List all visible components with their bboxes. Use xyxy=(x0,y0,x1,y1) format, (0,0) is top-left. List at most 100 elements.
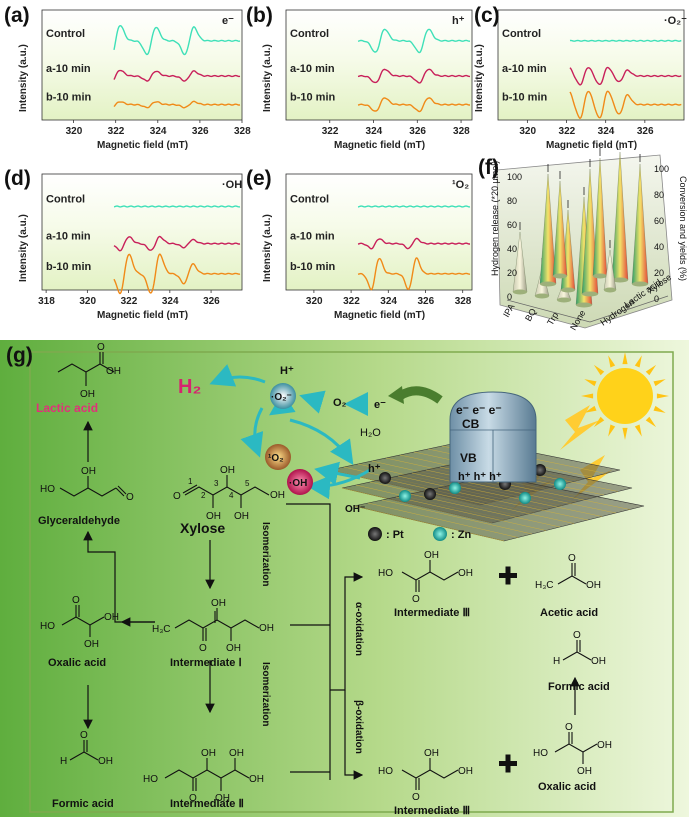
x-tick-label: 328 xyxy=(455,296,472,307)
sun-ray xyxy=(608,355,616,368)
x-tick-label: 320 xyxy=(306,296,323,307)
epr-spectrum-line xyxy=(357,97,470,113)
epr-spectrum-line xyxy=(569,90,682,119)
x-tick-label: 324 xyxy=(380,296,397,307)
atom-ho: HO xyxy=(378,766,393,777)
atom-oh: OH xyxy=(458,766,473,777)
atom-o: O xyxy=(412,594,420,605)
reaction-arrows xyxy=(83,420,580,780)
atom-oh: OH xyxy=(84,639,99,650)
epr-panels: (a) e⁻ Intensity (a.u.) Magnetic field (mT)… xyxy=(4,4,687,321)
y-axis-label: Intensity (a.u.) xyxy=(18,214,29,282)
cb-label: CB xyxy=(462,417,480,431)
sun-ray xyxy=(622,427,628,440)
glyceraldehyde-label: Glyceraldehyde xyxy=(38,515,120,527)
sun-icon xyxy=(581,352,669,440)
panel-f-right-axis-label: Conversion and yields (%) xyxy=(678,176,688,281)
sun-ray xyxy=(653,379,666,387)
xylose-label: Xylose xyxy=(180,520,225,536)
cocatalyst-particle xyxy=(449,482,461,494)
panel-f-right-tick-label: 0 xyxy=(654,294,659,304)
singlet-oxygen-label: ¹O₂ xyxy=(268,453,284,464)
atom-oh: OH xyxy=(591,656,606,667)
atom-oh: OH xyxy=(586,580,601,591)
sun-ray xyxy=(622,352,628,365)
x-tick-label: 326 xyxy=(637,126,654,137)
sun-ray xyxy=(608,424,616,437)
sun-ray xyxy=(656,393,669,399)
epr-spectrum-line xyxy=(113,253,241,295)
sun-ray xyxy=(645,364,657,376)
panel-label: (a) xyxy=(4,4,30,27)
isomerization-step-2: Isomerization xyxy=(260,662,271,726)
x-tick-label: 326 xyxy=(203,296,220,307)
atom-oh: OH xyxy=(270,490,285,501)
hydroxide-label: OH⁻ xyxy=(345,504,365,515)
atom-ho: HO xyxy=(40,484,55,495)
x-tick-label: 324 xyxy=(598,126,615,137)
x-tick-label: 320 xyxy=(66,126,83,137)
panel-f-right-tick-label: 100 xyxy=(654,164,669,174)
epr-panel-a: (a)e⁻Intensity (a.u.)Magnetic field (mT)… xyxy=(4,4,251,151)
lightning-icon xyxy=(560,405,600,450)
panel-g-label: (g) xyxy=(6,344,33,367)
series-label: b-10 min xyxy=(290,261,336,273)
panel-label: (d) xyxy=(4,167,31,190)
series-label: b-10 min xyxy=(46,92,92,104)
panel-f-right-tick-label: 20 xyxy=(654,268,664,278)
intermediate-3-top-label: Intermediate Ⅲ xyxy=(394,607,470,619)
series-label: a-10 min xyxy=(290,231,335,243)
panel-f-left-tick-label: 0 xyxy=(507,292,512,302)
vb-holes: h⁺ h⁺ h⁺ xyxy=(458,471,502,483)
atom-oh: OH xyxy=(249,774,264,785)
carbon-number-2: 2 xyxy=(201,491,206,500)
atom-oh: OH xyxy=(215,793,230,804)
series-label: Control xyxy=(46,193,85,205)
panel-f-cone-base xyxy=(612,277,628,283)
plus-icon-2 xyxy=(499,754,517,773)
lattice-line xyxy=(423,490,575,524)
lattice-line xyxy=(395,496,547,531)
sun-ray xyxy=(581,393,594,399)
plus-icon xyxy=(499,566,517,585)
radical-species-label: ·OH xyxy=(222,179,242,191)
series-label: a-10 min xyxy=(290,63,335,75)
band-structure: e⁻ e⁻ e⁻ CB VB h⁺ h⁺ h⁺ xyxy=(449,391,537,483)
carbon-number-3: 3 xyxy=(214,479,219,488)
epr-plot-area xyxy=(285,9,473,121)
atom-oh: OH xyxy=(259,623,274,634)
x-axis-label: Magnetic field (mT) xyxy=(546,140,637,151)
y-axis-label: Intensity (a.u.) xyxy=(18,44,29,112)
vb-label: VB xyxy=(460,451,477,465)
series-label: a-10 min xyxy=(46,63,91,75)
x-tick-label: 322 xyxy=(343,296,360,307)
atom-oh: OH xyxy=(229,748,244,759)
sun-ray xyxy=(593,416,605,428)
epr-spectrum-line xyxy=(357,205,471,208)
epr-plot-area xyxy=(41,173,243,291)
sun-ray xyxy=(634,355,642,368)
atom-ho: HO xyxy=(378,568,393,579)
panel-f-right-tick-label: 60 xyxy=(654,216,664,226)
cocatalyst-particle xyxy=(399,490,411,502)
radical-species-label: h⁺ xyxy=(452,15,465,27)
sun-ray xyxy=(584,405,597,413)
series-label: b-10 min xyxy=(290,92,336,104)
x-tick-label: 326 xyxy=(192,126,209,137)
oxalic-acid-label: Oxalic acid xyxy=(48,657,106,669)
x-tick-label: 322 xyxy=(322,126,339,137)
hole-label: h⁺ xyxy=(368,463,381,475)
radical-species-label: e⁻ xyxy=(222,15,234,27)
atom-oh: OH xyxy=(226,643,241,654)
isomerization-step-1: Isomerization xyxy=(260,522,271,586)
atom-o: O xyxy=(565,722,573,733)
x-tick-label: 320 xyxy=(519,126,536,137)
zn-legend-sphere xyxy=(433,527,447,541)
h2-label: H₂ xyxy=(178,376,201,398)
panel-f-cone-base xyxy=(557,297,571,303)
superoxide-label: ·O₂⁻ xyxy=(271,392,292,403)
electron-label: e⁻ xyxy=(374,399,386,411)
epr-spectrum-line xyxy=(357,68,470,84)
